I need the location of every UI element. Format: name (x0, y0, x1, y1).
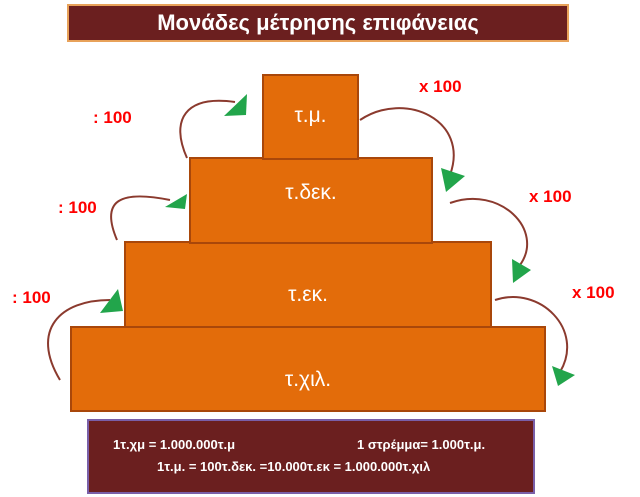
step-square-decimeter: τ.δεκ. (189, 157, 433, 244)
divide-label-bottom: : 100 (12, 288, 51, 307)
divide-label-top: : 100 (93, 108, 132, 127)
step-square-meter: τ.μ. (262, 74, 359, 160)
arrow-right-top (359, 107, 455, 176)
arrow-right-bottom (494, 296, 568, 373)
arrow-right-mid (449, 197, 528, 266)
title-banner: Μονάδες μέτρησης επιφάνειας (67, 4, 569, 42)
equivalences-box: 1τ.χμ = 1.000.000τ.μ 1 στρέμμα= 1.000τ.μ… (87, 419, 535, 494)
arrowhead-left-top (224, 94, 247, 116)
arrow-left-mid (110, 195, 171, 241)
equivalence-stremma: 1 στρέμμα= 1.000τ.μ. (357, 437, 486, 452)
unit-label-tek: τ.εκ. (288, 283, 328, 306)
arrow-left-top (179, 99, 236, 159)
unit-label-txil: τ.χιλ. (284, 368, 332, 391)
arrowhead-right-top (441, 168, 465, 192)
arrowhead-left-bottom (100, 289, 123, 313)
arrowhead-right-mid (512, 259, 531, 283)
arrow-left-bottom (47, 299, 111, 381)
divide-label-mid: : 100 (58, 198, 97, 217)
multiply-label-mid: x 100 (529, 187, 572, 206)
multiply-label-bottom: x 100 (572, 283, 615, 302)
unit-label-tm: τ.μ. (294, 104, 327, 127)
page-title: Μονάδες μέτρησης επιφάνειας (157, 10, 479, 35)
arrowhead-right-bottom (552, 366, 575, 386)
equivalence-sq-m: 1τ.μ. = 100τ.δεκ. =10.000τ.εκ = 1.000.00… (157, 459, 431, 474)
arrowhead-left-mid (165, 194, 187, 209)
step-square-millimeter: τ.χιλ. (70, 326, 546, 412)
multiply-label-top: x 100 (419, 77, 462, 96)
unit-label-tdek: τ.δεκ. (285, 181, 337, 204)
equivalence-sq-km: 1τ.χμ = 1.000.000τ.μ (113, 437, 236, 452)
